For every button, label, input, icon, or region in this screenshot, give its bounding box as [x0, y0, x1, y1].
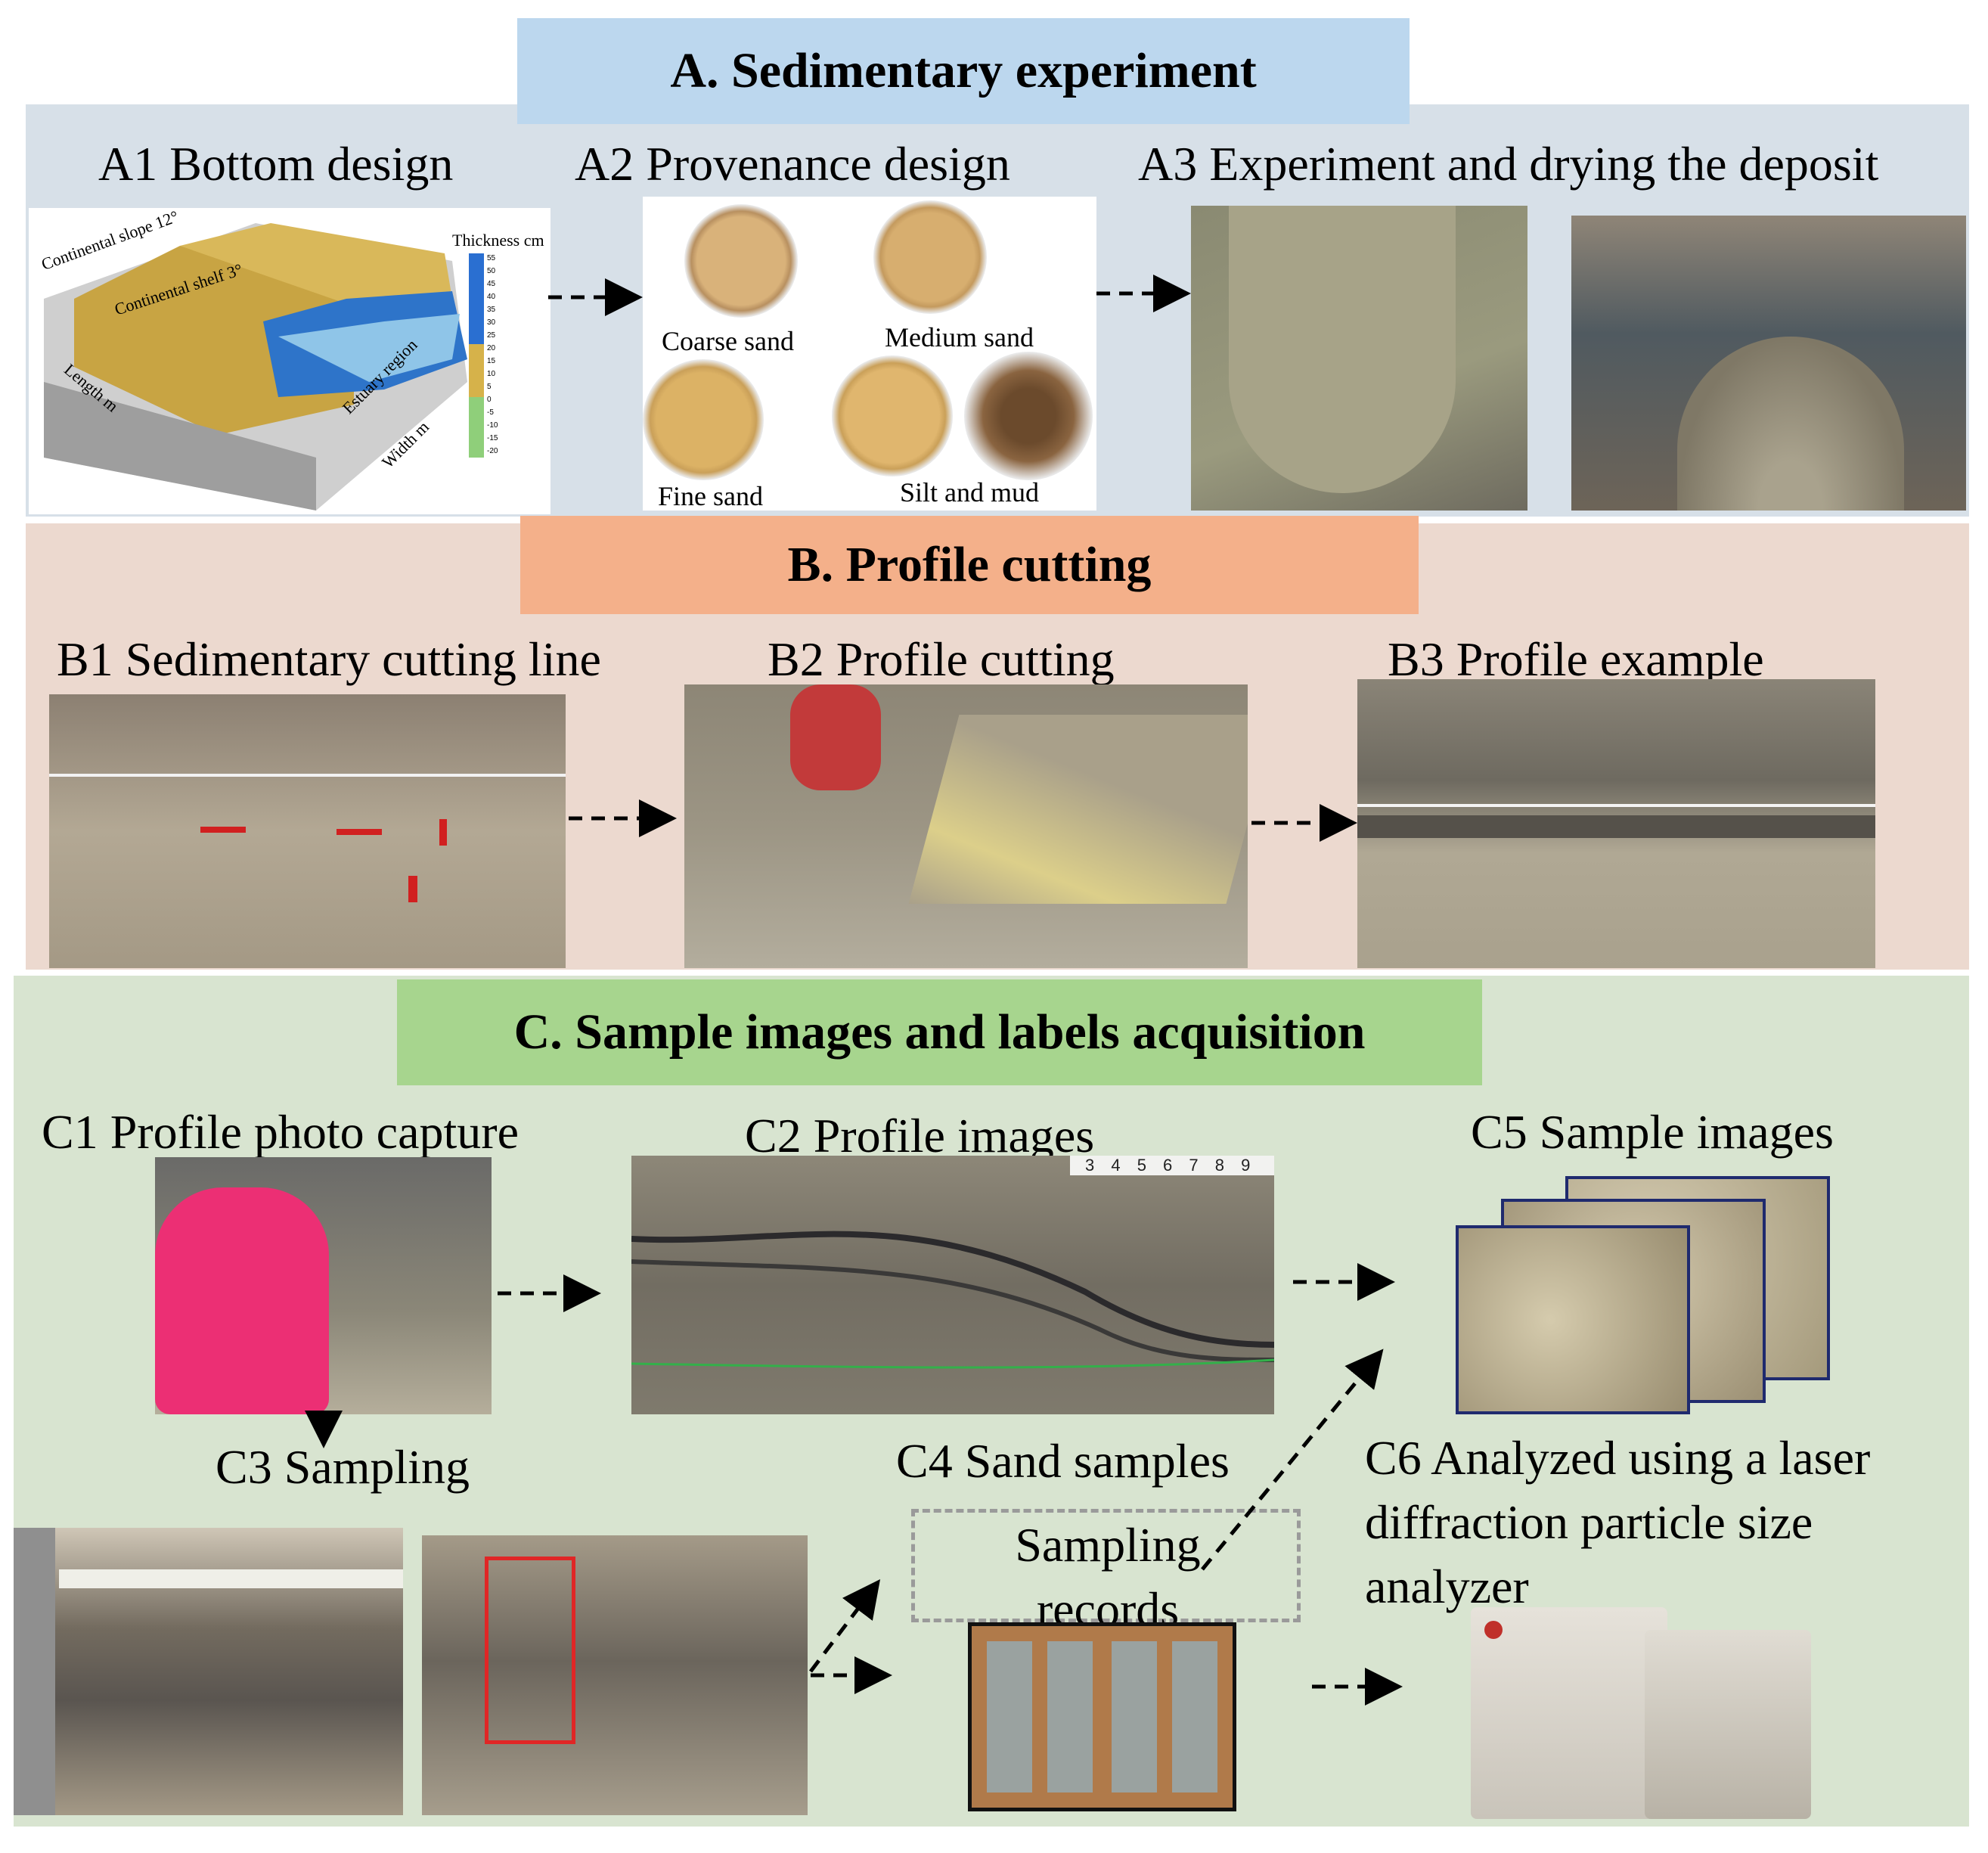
legend-tick: -5	[487, 408, 494, 417]
sample-bag-col	[1112, 1641, 1157, 1792]
sample-bag-col	[987, 1641, 1032, 1792]
c3-tape-measure	[59, 1569, 403, 1588]
sampling-records-label: Sampling records	[1015, 1518, 1201, 1636]
red-arrow	[337, 829, 382, 835]
legend-tick: 25	[487, 331, 496, 340]
red-arrow	[200, 827, 246, 833]
legend-tick: 10	[487, 370, 496, 378]
b1-cutting-line-photo	[49, 694, 566, 968]
c3-sample-box	[485, 1557, 575, 1744]
section-c-title: C. Sample images and labels acquisition	[397, 979, 1482, 1085]
a3-basin	[1229, 206, 1456, 493]
b3-profile-example-photo	[1357, 679, 1875, 968]
brand-logo-icon	[1484, 1621, 1503, 1639]
step-a2-label: A2 Provenance design	[575, 137, 1010, 191]
legend-tick: 20	[487, 344, 496, 352]
step-c4-label: C4 Sand samples	[896, 1434, 1230, 1488]
legend-tick: 0	[487, 396, 492, 404]
c4-sand-samples-photo	[968, 1622, 1236, 1811]
dish-silt	[832, 355, 953, 476]
cutting-line	[49, 774, 566, 777]
b2-person	[790, 684, 881, 790]
analyzer-body	[1471, 1607, 1667, 1819]
dish-medium-sand	[873, 200, 987, 314]
fine-sand-label: Fine sand	[658, 481, 763, 511]
silt-mud-label: Silt and mud	[900, 477, 1040, 507]
step-c2-label: C2 Profile images	[745, 1109, 1095, 1162]
legend-tick: 35	[487, 306, 496, 314]
step-c1-label: C1 Profile photo capture	[42, 1105, 519, 1159]
legend-tick: 30	[487, 318, 496, 327]
a3-drying-photo	[1571, 216, 1966, 511]
b2-profile-cutting-photo	[684, 684, 1248, 968]
legend-tick: 50	[487, 267, 496, 275]
step-a3-label: A3 Experiment and drying the deposit	[1138, 137, 1879, 191]
legend-tick: 45	[487, 280, 496, 288]
step-c5-label: C5 Sample images	[1471, 1105, 1834, 1159]
step-b3-label: B3 Profile example	[1388, 632, 1764, 686]
step-b2-label: B2 Profile cutting	[768, 632, 1115, 686]
c6-laser-analyzer-photo	[1463, 1585, 1819, 1823]
a1-surface-graphic	[44, 223, 484, 511]
c2-profile-image: 3 4 5 6 7 8 9	[631, 1156, 1274, 1414]
coarse-sand-label: Coarse sand	[662, 326, 794, 356]
c2-ruler: 3 4 5 6 7 8 9	[1070, 1156, 1274, 1175]
b2-cut-profile	[908, 715, 1248, 904]
legend-tick: 55	[487, 254, 496, 262]
red-arrow	[408, 876, 417, 902]
a2-provenance-photo: Coarse sand Medium sand Fine sand Silt a…	[643, 197, 1096, 511]
c3-sampling-photo-box	[422, 1535, 808, 1815]
section-a-title: A. Sedimentary experiment	[517, 18, 1410, 124]
dish-fine-sand	[643, 359, 764, 480]
a3-deposit-fan	[1677, 337, 1904, 511]
c1-person	[155, 1187, 329, 1414]
legend-tick: 5	[487, 383, 492, 391]
sample-bag-col	[1172, 1641, 1217, 1792]
legend-tick: -15	[487, 434, 498, 442]
b3-profile-face	[1357, 815, 1875, 838]
b3-cutting-line	[1357, 804, 1875, 807]
dish-coarse-sand	[684, 204, 798, 318]
a1-legend-title: Thickness cm	[452, 231, 544, 250]
legend-tick: 40	[487, 293, 496, 301]
analyzer-module	[1645, 1630, 1811, 1819]
sample-bag-col	[1047, 1641, 1093, 1792]
c1-photo-capture	[155, 1157, 492, 1414]
step-a1-label: A1 Bottom design	[98, 137, 454, 191]
a3-experiment-photo	[1191, 206, 1527, 511]
c3-steel-ruler	[14, 1528, 55, 1815]
a1-bottom-design-chart: Continental slope 12° Continental shelf …	[29, 208, 550, 514]
c3-sampling-photo-ruler	[14, 1528, 403, 1815]
dish-mud	[964, 352, 1093, 480]
step-c3-label: C3 Sampling	[216, 1440, 470, 1494]
step-c6-label: C6 Analyzed using a laser diffraction pa…	[1365, 1431, 1871, 1613]
section-b-title: B. Profile cutting	[520, 516, 1419, 614]
legend-tick: -10	[487, 421, 498, 430]
step-b1-label: B1 Sedimentary cutting line	[57, 632, 601, 686]
medium-sand-label: Medium sand	[885, 322, 1034, 352]
a1-legend-ticks: 55 50 45 40 35 30 25 20 15 10 5 0 -5 -10…	[487, 252, 498, 458]
red-arrow	[439, 819, 447, 846]
legend-tick: 15	[487, 357, 496, 365]
c5-sample-image-front	[1456, 1225, 1690, 1414]
c2-laminae	[631, 1231, 1274, 1369]
legend-tick: -20	[487, 447, 498, 455]
